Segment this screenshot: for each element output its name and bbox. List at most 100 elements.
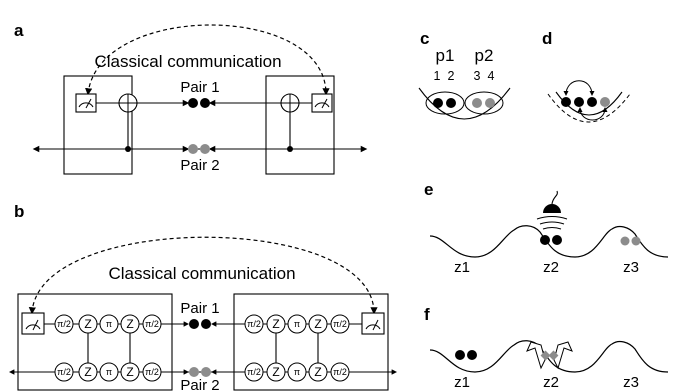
- svg-text:π: π: [106, 319, 112, 329]
- panel-label-e: e: [424, 180, 433, 199]
- zone-label-z1: z1: [454, 374, 470, 391]
- svg-text:π/2: π/2: [333, 367, 347, 377]
- svg-text:Z: Z: [84, 365, 91, 379]
- gate-half-pi: π/2: [244, 314, 264, 334]
- svg-text:π: π: [294, 319, 300, 329]
- black-ion: [574, 97, 584, 107]
- gate-pi: π: [287, 362, 307, 382]
- gate-half-pi: π/2: [54, 314, 74, 334]
- detector-icon: [536, 190, 568, 230]
- ion-index: 3: [474, 69, 481, 83]
- svg-text:Z: Z: [272, 317, 279, 331]
- svg-text:Z: Z: [314, 317, 321, 331]
- pair1-ion: [188, 98, 198, 108]
- zone-label-z3: z3: [623, 374, 639, 391]
- panel-label-d: d: [542, 29, 552, 48]
- multi-zone-trap: [429, 340, 669, 373]
- panel-f: f z1 z2 z3: [424, 305, 669, 391]
- gate-half-pi: π/2: [54, 362, 74, 382]
- black-ion: [561, 97, 571, 107]
- group-label-p1: p1: [436, 46, 455, 65]
- gate-z: Z: [78, 314, 98, 334]
- meter-icon: [75, 93, 97, 113]
- svg-text:π: π: [294, 367, 300, 377]
- pair1-ion: [200, 98, 210, 108]
- meter-icon: [311, 93, 333, 113]
- gate-half-pi: π/2: [244, 362, 264, 382]
- svg-text:π/2: π/2: [247, 367, 261, 377]
- gate-half-pi: π/2: [330, 314, 350, 334]
- pair2-ion: [189, 367, 199, 377]
- swap-arrow-bottom: [577, 107, 608, 121]
- gate-z: Z: [308, 362, 328, 382]
- black-ion: [455, 350, 465, 360]
- panel-d: d: [542, 29, 631, 123]
- gate-z: Z: [120, 362, 140, 382]
- zone-label-z2: z2: [543, 259, 559, 276]
- swap-arrow-top: [563, 80, 595, 96]
- svg-text:π/2: π/2: [145, 367, 159, 377]
- gate-pi: π: [99, 314, 119, 334]
- gate-pi: π: [99, 362, 119, 382]
- panel-label-c: c: [420, 29, 429, 48]
- gate-half-pi: π/2: [142, 362, 162, 382]
- pair2-ion: [201, 367, 211, 377]
- gate-pi: π: [287, 314, 307, 334]
- trap-well-dashed: [547, 93, 631, 123]
- panel-label-f: f: [424, 305, 430, 324]
- pair2-label-a: Pair 2: [180, 157, 219, 174]
- ion-index: 4: [488, 69, 495, 83]
- black-ion: [552, 235, 562, 245]
- comm-label-b: Classical communication: [108, 264, 295, 283]
- zone-label-z1: z1: [454, 259, 470, 276]
- pair1-label-a: Pair 1: [180, 79, 219, 96]
- pair1-ion: [189, 319, 199, 329]
- gate-z: Z: [120, 314, 140, 334]
- group-label-p2: p2: [475, 46, 494, 65]
- gate-z: Z: [78, 362, 98, 382]
- panel-label-b: b: [14, 202, 24, 221]
- gate-z: Z: [266, 314, 286, 334]
- grey-ion: [472, 98, 482, 108]
- laser-beams-icon: [526, 341, 573, 370]
- cnot-target-icon: [118, 93, 138, 113]
- gate-z: Z: [266, 362, 286, 382]
- classical-communication-arc: [28, 236, 378, 315]
- svg-text:Z: Z: [126, 365, 133, 379]
- meter-icon: [21, 312, 45, 335]
- black-ion: [587, 97, 597, 107]
- classical-communication-arc: [85, 24, 330, 96]
- cnot-target-icon: [280, 93, 300, 113]
- gate-half-pi: π/2: [330, 362, 350, 382]
- pair1-ion: [201, 319, 211, 329]
- pair2-label-b: Pair 2: [180, 377, 219, 392]
- svg-text:Z: Z: [84, 317, 91, 331]
- svg-text:π/2: π/2: [247, 319, 261, 329]
- svg-text:Z: Z: [126, 317, 133, 331]
- svg-text:π/2: π/2: [333, 319, 347, 329]
- group-outline-p1: [425, 91, 465, 115]
- grey-ion: [485, 98, 495, 108]
- gate-z: Z: [308, 314, 328, 334]
- left-node-box-a: [63, 75, 133, 175]
- cnot-control-dot: [287, 146, 293, 152]
- grey-ion: [620, 236, 630, 246]
- svg-text:π/2: π/2: [57, 319, 71, 329]
- svg-text:π/2: π/2: [145, 319, 159, 329]
- left-node-box-b: [17, 293, 173, 391]
- black-ion: [446, 98, 456, 108]
- panel-label-a: a: [14, 21, 24, 40]
- panel-e: e z1 z2 z3: [424, 180, 669, 276]
- right-node-box-b: [233, 293, 389, 391]
- multi-zone-trap: [429, 225, 669, 258]
- black-ion: [467, 350, 477, 360]
- svg-text:π: π: [106, 367, 112, 377]
- grey-ion: [631, 236, 641, 246]
- zone-label-z3: z3: [623, 259, 639, 276]
- ion-index: 1: [434, 69, 441, 83]
- gate-half-pi: π/2: [142, 314, 162, 334]
- pair1-label-b: Pair 1: [180, 300, 219, 317]
- right-node-box-a: [265, 75, 335, 175]
- black-ion: [433, 98, 443, 108]
